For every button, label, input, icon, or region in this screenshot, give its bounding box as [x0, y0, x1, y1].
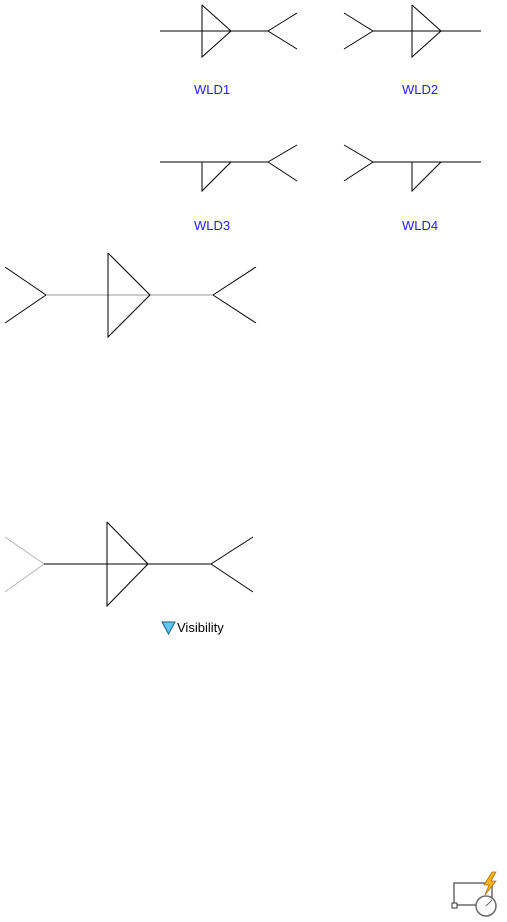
visibility-parameter-grip[interactable]: Visibility [161, 621, 224, 635]
symbol-label-wld3: WLD3 [194, 218, 230, 233]
triangle-down-icon[interactable] [161, 621, 176, 635]
weld-symbol-wld1[interactable] [155, 0, 305, 62]
symbol-label-wld2: WLD2 [402, 82, 438, 97]
symbol-label-wld1: WLD1 [194, 82, 230, 97]
visibility-label: Visibility [177, 621, 224, 635]
weld-symbol-wld3[interactable] [155, 138, 305, 198]
weld-symbol-visibility-state[interactable] [0, 516, 262, 612]
block-action-icon[interactable] [451, 870, 503, 918]
weld-symbol-wld4[interactable] [338, 138, 488, 198]
symbol-label-wld4: WLD4 [402, 218, 438, 233]
weld-symbol-large[interactable] [0, 248, 262, 344]
weld-symbol-wld2[interactable] [338, 0, 488, 62]
